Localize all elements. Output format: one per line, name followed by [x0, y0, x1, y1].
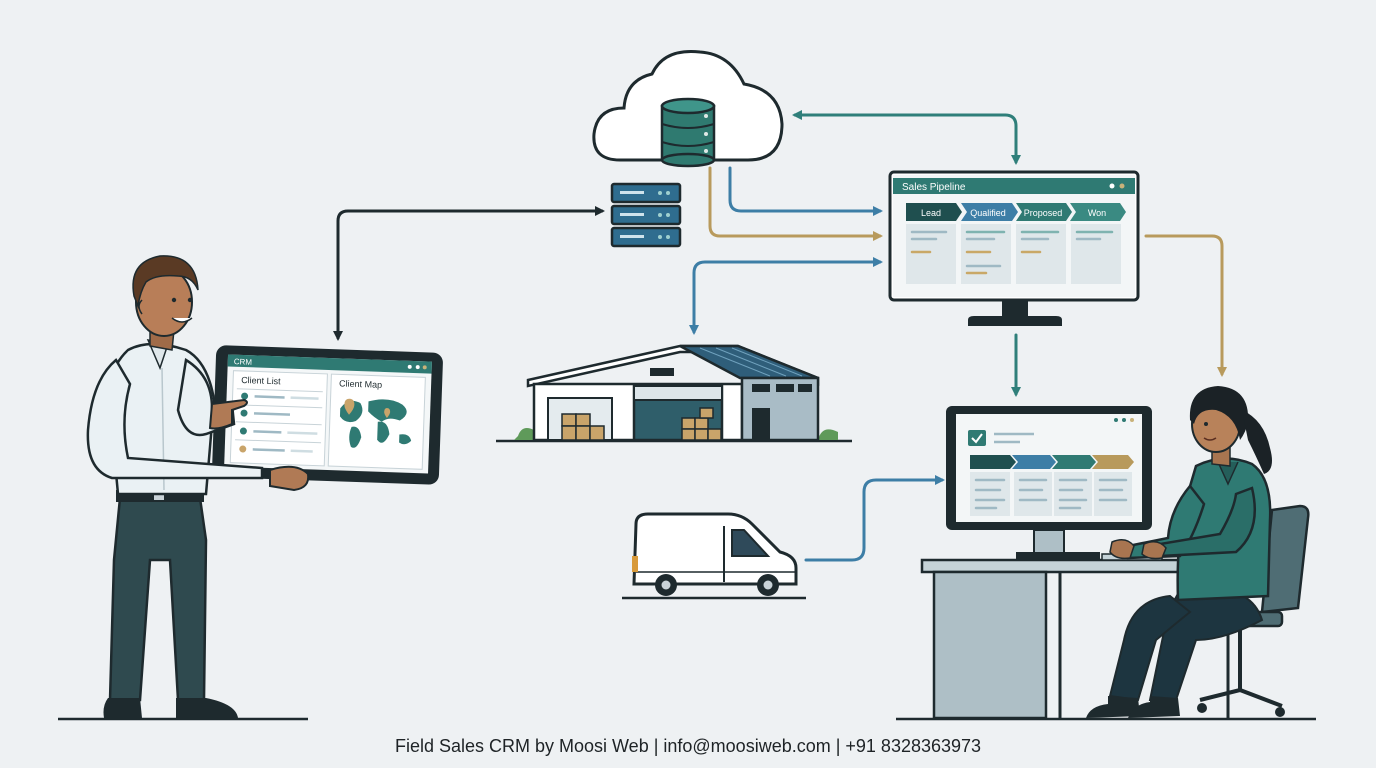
tablet-header-bar [227, 354, 432, 374]
client-avatar-icon [240, 409, 248, 417]
stage-label-won: Won [1088, 208, 1106, 218]
office-workstation [896, 406, 1316, 721]
map-pin-icon [384, 408, 391, 419]
pipeline-card-lines [910, 230, 1114, 275]
stage-chevron-lead [906, 203, 962, 221]
field-sales-tablet: CRM Client List Client Map [212, 345, 443, 485]
arrow-cloud-to-pipeline [898, 113, 1021, 165]
client-list-rows [235, 388, 323, 453]
stage-chevron-won [1070, 203, 1126, 221]
footer-contact: Field Sales CRM by Moosi Web | info@moos… [394, 736, 982, 756]
stage-chevron-qualified [961, 203, 1018, 221]
stage-label-qualified: Qualified [970, 208, 1006, 218]
tablet-header-label: CRM [234, 357, 253, 367]
stage-label-lead: Lead [921, 208, 941, 218]
warehouse-building [496, 344, 852, 443]
arrow-pipeline-to-warehouse [689, 260, 872, 335]
warehouse-boxes [561, 407, 722, 441]
office-stage-chevron-3 [1052, 455, 1096, 469]
office-stage-chevron-4 [1092, 455, 1134, 469]
cloud-database [592, 49, 784, 168]
client-list-title: Client List [241, 375, 281, 386]
arrow-van-to-office [804, 475, 945, 562]
stage-chevron-proposed [1016, 203, 1072, 221]
arrow-cloud-gold-to-pipeline [708, 166, 883, 241]
map-pin-icon [344, 398, 355, 415]
client-map-title: Client Map [339, 378, 382, 389]
client-avatar-icon [241, 392, 249, 400]
stage-label-proposed: Proposed [1024, 208, 1063, 218]
office-worker-woman [1086, 386, 1272, 718]
client-avatar-icon [239, 445, 247, 453]
office-stage-chevron-1 [970, 455, 1016, 469]
pipeline-columns [906, 224, 1121, 284]
arrow-server-to-tablet [333, 209, 602, 341]
pipeline-title-bar [893, 178, 1135, 194]
office-stage-chevron-2 [1012, 455, 1056, 469]
arrow-cloud-blue-to-pipeline [728, 166, 883, 216]
pipeline-title: Sales Pipeline [902, 182, 966, 193]
field-salesman [58, 255, 310, 721]
server-rack-icon [610, 182, 682, 248]
database-icon [660, 97, 716, 168]
connector-arrows [333, 110, 1227, 562]
client-avatar-icon [239, 427, 247, 435]
delivery-van [622, 512, 806, 600]
pipeline-monitor: Sales Pipeline Lead Qualified Proposed W… [888, 170, 1140, 326]
arrow-pipeline-gold-to-office [1144, 234, 1227, 377]
